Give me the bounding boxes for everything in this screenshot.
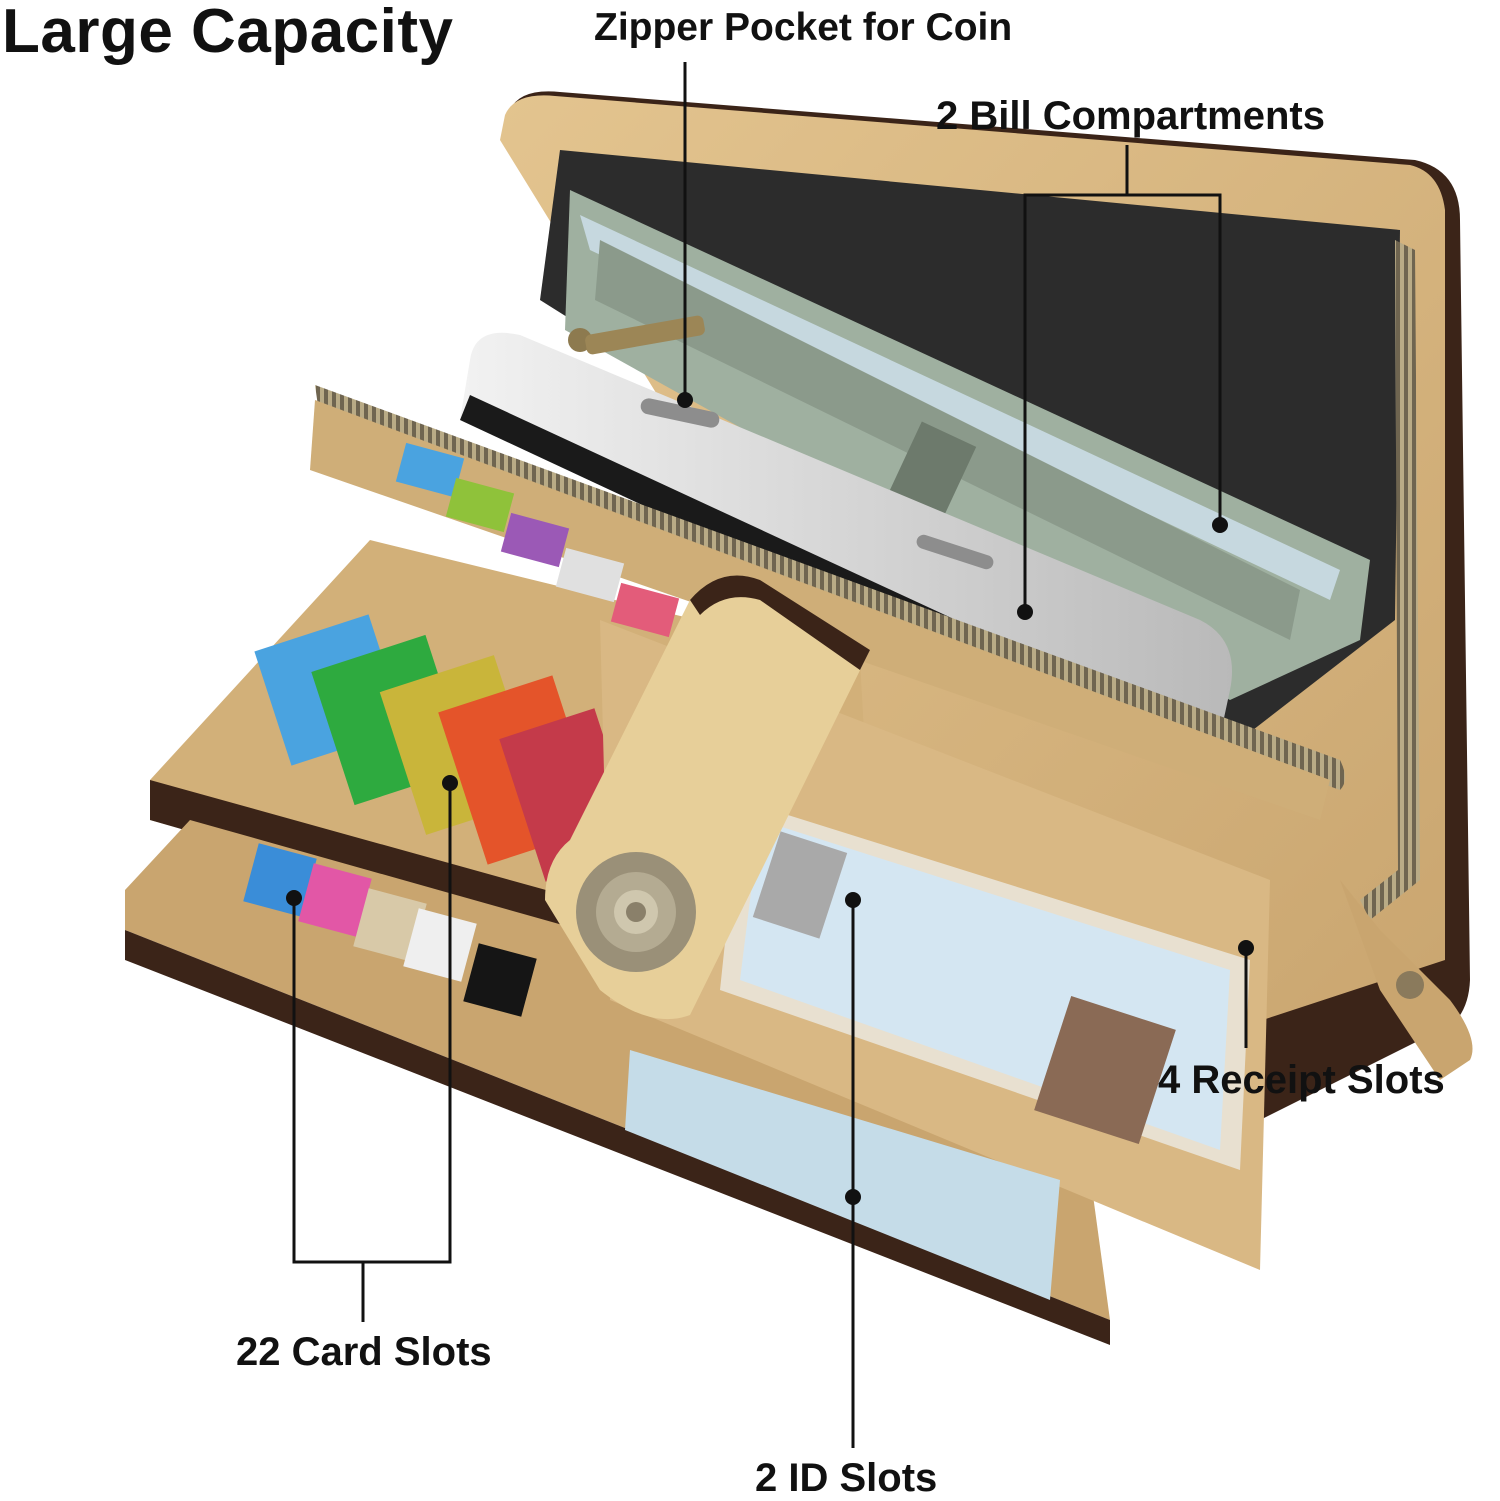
bill-compartments-leader-right [1127,193,1222,525]
zipper-pocket-dot [677,392,693,408]
bill-compartment [540,150,1400,740]
card-dot-1 [286,890,302,906]
leader-dots [286,392,1254,1205]
bill-compartments-label: 2 Bill Compartments [936,94,1325,138]
bill-dot-2 [1212,517,1228,533]
id-slots-label: 2 ID Slots [755,1456,938,1500]
receipt-slots-label: 4 Receipt Slots [1158,1058,1445,1102]
card-dot-2 [442,775,458,791]
zipper-pocket-label: Zipper Pocket for Coin [594,6,1013,49]
bill-compartments-leader [1023,145,1129,612]
leader-lines [292,62,1248,1448]
card-slots-leader [292,783,452,1264]
bill-dot-1 [1017,604,1033,620]
side-zipper [1340,240,1473,1080]
snap-strap [545,575,870,1020]
id-dot-2 [845,1189,861,1205]
flower-snap-icon [576,852,696,972]
receipt-dot [1238,940,1254,956]
zipper-coin-pocket [310,315,1345,820]
card-slots-label: 22 Card Slots [236,1330,492,1374]
id-dot-1 [845,892,861,908]
page-title: Large Capacity [2,0,454,66]
stacked-cards [395,442,680,638]
